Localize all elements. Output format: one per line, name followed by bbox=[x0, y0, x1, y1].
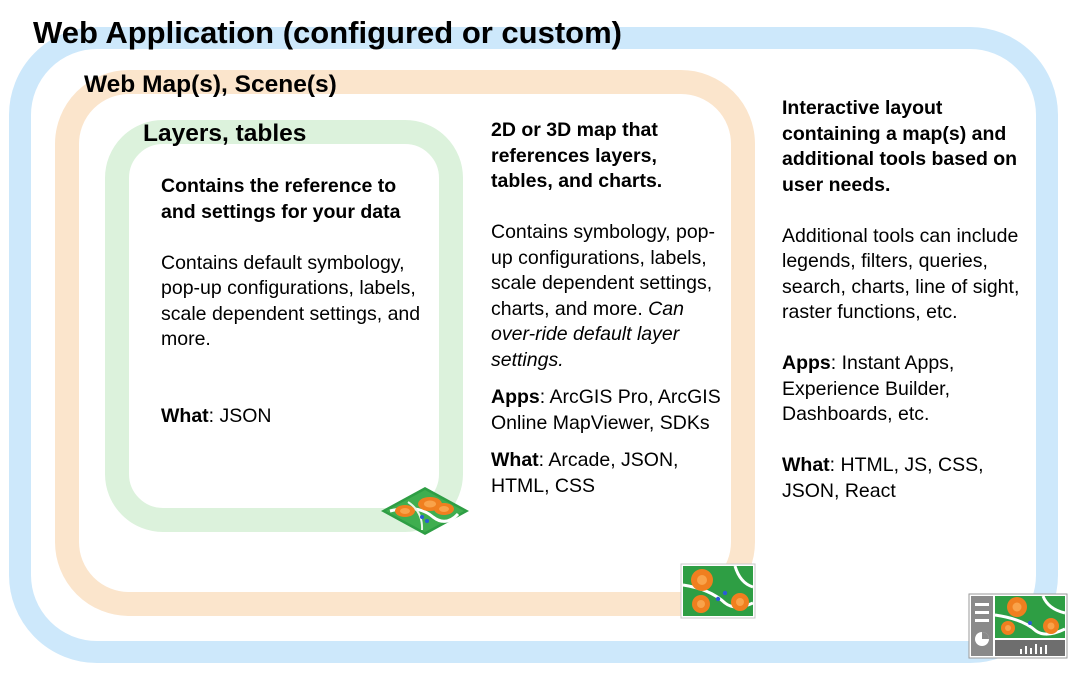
app-apps: Apps: Instant Apps, Experience Builder, … bbox=[782, 351, 1032, 428]
layers-what: What: JSON bbox=[161, 404, 421, 430]
app-body: Additional tools can include legends, fi… bbox=[782, 224, 1020, 324]
apps-value: : Instant Apps, Experience Builder, Dash… bbox=[782, 352, 955, 425]
web-application-title: Web Application (configured or custom) bbox=[33, 15, 622, 50]
what-label: What bbox=[161, 404, 209, 427]
map-body: Contains symbology, pop-up configuration… bbox=[491, 220, 721, 373]
what-label: What bbox=[491, 449, 539, 471]
layers-body: Contains default symbology, pop-up confi… bbox=[161, 251, 421, 351]
web-map-container bbox=[55, 70, 755, 616]
app-description: Interactive layout containing a map(s) a… bbox=[782, 96, 1032, 504]
web-app-dashboard-icon bbox=[968, 593, 1068, 659]
map-apps: Apps: ArcGIS Pro, ArcGIS Online MapViewe… bbox=[491, 385, 721, 436]
apps-label: Apps bbox=[491, 386, 540, 408]
what-value: : Arcade, JSON, HTML, CSS bbox=[491, 449, 679, 497]
apps-label: Apps bbox=[782, 352, 831, 374]
map-body-italic: Can over-ride default layer settings. bbox=[491, 297, 684, 371]
layers-title: Layers, tables bbox=[143, 120, 307, 147]
web-application-container bbox=[9, 27, 1058, 663]
web-map-icon bbox=[680, 563, 756, 619]
what-value: : HTML, JS, CSS, JSON, React bbox=[782, 454, 984, 502]
layers-container bbox=[105, 120, 463, 532]
what-label: What bbox=[782, 454, 830, 476]
layers-description: Contains the reference to and settings f… bbox=[161, 174, 421, 429]
map-body-text: Contains symbology, pop-up configuration… bbox=[491, 221, 716, 320]
apps-value: : ArcGIS Pro, ArcGIS Online MapViewer, S… bbox=[491, 386, 721, 434]
map-what: What: Arcade, JSON, HTML, CSS bbox=[491, 448, 721, 499]
layers-heading: Contains the reference to and settings f… bbox=[161, 175, 401, 223]
app-heading: Interactive layout containing a map(s) a… bbox=[782, 97, 1018, 196]
map-heading: 2D or 3D map that references layers, tab… bbox=[491, 119, 663, 192]
app-what: What: HTML, JS, CSS, JSON, React bbox=[782, 453, 1032, 504]
map-description: 2D or 3D map that references layers, tab… bbox=[491, 118, 721, 499]
web-map-title: Web Map(s), Scene(s) bbox=[84, 71, 337, 98]
what-value: : JSON bbox=[208, 404, 272, 427]
layer-map-icon bbox=[381, 487, 469, 535]
